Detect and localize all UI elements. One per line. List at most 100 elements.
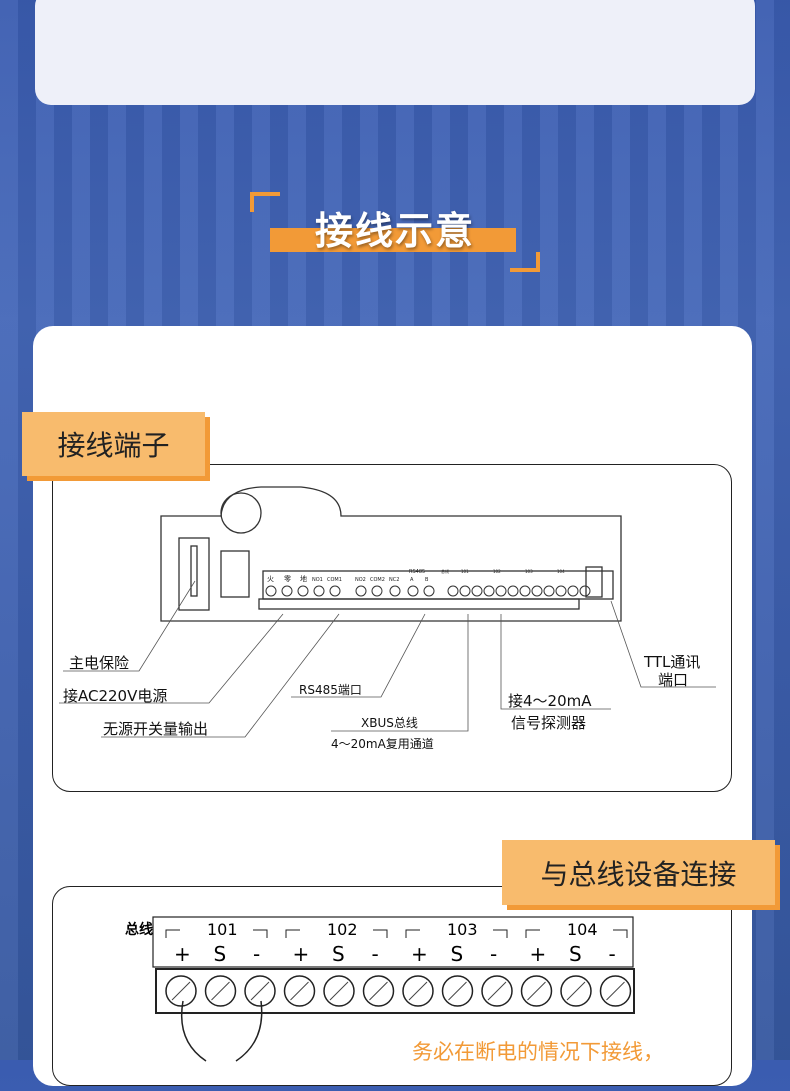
svg-text:火: 火 xyxy=(267,575,274,583)
terminal-sign: - xyxy=(609,942,616,966)
top-card xyxy=(35,0,755,105)
section-title: 接线示意 xyxy=(314,209,475,253)
bus-terminal-screw xyxy=(204,975,237,1007)
bus-label: 总线 xyxy=(125,921,153,938)
svg-text:104: 104 xyxy=(557,569,565,574)
wires xyxy=(180,1000,263,1062)
svg-text:端口: 端口 xyxy=(658,671,688,689)
ttl-port xyxy=(585,566,603,598)
terminal-screw xyxy=(519,585,531,597)
terminal-sign: + xyxy=(530,942,547,966)
svg-text:B: B xyxy=(425,577,429,583)
terminal-sign: - xyxy=(372,942,379,966)
terminal-screw xyxy=(355,585,367,597)
group-bracket xyxy=(285,929,388,938)
section-header: 接线示意 xyxy=(250,192,540,272)
warning-text: 务必在断电的情况下接线， xyxy=(412,1040,664,1064)
bus-terminal-screw xyxy=(362,975,395,1007)
fuse-holder xyxy=(178,537,210,611)
terminal-screw xyxy=(483,585,495,597)
bracket-corner xyxy=(510,252,540,272)
terminal-screw xyxy=(555,585,567,597)
terminal-diagram-box: 火 零 地 NO1 COM1 NO2 COM2 NC2 A B RS485 总线… xyxy=(52,464,732,792)
terminal-screw xyxy=(371,585,383,597)
bus-terminal-screw xyxy=(560,975,592,1007)
terminal-screw xyxy=(567,585,579,597)
terminal-screw xyxy=(329,585,341,597)
svg-text:COM1: COM1 xyxy=(327,577,342,583)
svg-text:RS485: RS485 xyxy=(409,569,425,575)
svg-text:COM2: COM2 xyxy=(370,577,385,583)
bus-terminal-screw xyxy=(244,975,276,1007)
group-bracket xyxy=(525,929,628,938)
terminal-screw xyxy=(579,585,591,597)
terminal-screw xyxy=(423,585,435,597)
title-highlight xyxy=(270,228,516,252)
terminal-sign: S xyxy=(569,942,582,966)
bus-group-label: 101 xyxy=(207,920,238,939)
terminal-screw xyxy=(313,585,325,597)
callout-lines xyxy=(59,580,716,738)
svg-text:地: 地 xyxy=(300,574,307,583)
terminal-sign: + xyxy=(293,942,310,966)
device-diagram: 火 零 地 NO1 COM1 NO2 COM2 NC2 A B RS485 总线… xyxy=(59,486,716,751)
terminal-screw xyxy=(297,585,309,597)
terminal-sign: + xyxy=(174,942,191,966)
callout-xbus: XBUS总线 xyxy=(361,716,418,730)
callout-relay: 无源开关量输出 xyxy=(103,720,208,738)
bus-group-label: 104 xyxy=(567,920,598,939)
bus-terminal-diagram: 总线 101 102 103 104 + S - + S - + S - + S - xyxy=(125,916,635,1062)
svg-text:4～20mA复用通道: 4～20mA复用通道 xyxy=(331,737,434,751)
terminal-screw xyxy=(507,585,519,597)
terminal-screw xyxy=(447,585,459,597)
terminal-screw xyxy=(265,585,277,597)
terminal-sign: S xyxy=(214,942,227,966)
group-bracket xyxy=(405,929,508,938)
svg-text:NO2: NO2 xyxy=(355,577,366,583)
svg-text:信号探测器: 信号探测器 xyxy=(511,714,586,732)
terminal-sign: S xyxy=(451,942,464,966)
bus-terminal-screw xyxy=(283,975,316,1007)
svg-text:103: 103 xyxy=(525,569,533,574)
terminal-sign: S xyxy=(332,942,345,966)
callout-power: 接AC220V电源 xyxy=(63,687,167,705)
svg-text:102: 102 xyxy=(493,569,501,574)
bus-terminal-screw xyxy=(402,975,434,1007)
callout-detector: 接4～20mA xyxy=(508,692,592,710)
svg-text:零: 零 xyxy=(284,575,291,583)
group-bracket xyxy=(165,929,268,938)
svg-text:A: A xyxy=(410,577,414,583)
terminals-tag: 接线端子 xyxy=(22,412,205,476)
terminal-screw xyxy=(459,585,471,597)
terminal-screw xyxy=(531,585,543,597)
bus-tag: 与总线设备连接 xyxy=(502,840,775,905)
callout-fuse: 主电保险 xyxy=(69,654,129,672)
terminal-screw xyxy=(471,585,483,597)
terminal-sign: - xyxy=(490,942,497,966)
bracket-corner xyxy=(250,192,280,212)
svg-text:101: 101 xyxy=(461,569,469,574)
bus-group-label: 103 xyxy=(447,920,478,939)
terminal-screw xyxy=(281,585,293,597)
terminal-screw xyxy=(495,585,507,597)
knob-icon xyxy=(220,492,262,534)
callout-rs485: RS485端口 xyxy=(299,683,362,697)
bus-group-label: 102 xyxy=(327,920,358,939)
terminal-screw xyxy=(543,585,555,597)
terminal-sign: + xyxy=(411,942,428,966)
terminal-screw xyxy=(407,585,419,597)
bus-terminal-screw xyxy=(520,975,553,1007)
terminal-screw xyxy=(389,585,401,597)
device-outline xyxy=(160,486,622,622)
bus-terminal-screw xyxy=(165,975,197,1007)
power-switch xyxy=(220,550,250,598)
bus-terminal-screw xyxy=(323,975,355,1007)
bus-terminal-screw xyxy=(481,975,513,1007)
svg-text:总线: 总线 xyxy=(441,568,449,574)
bus-terminal-screw xyxy=(441,975,474,1007)
callout-ttl: TTL通讯 xyxy=(643,653,700,671)
svg-text:NO1: NO1 xyxy=(312,577,323,583)
terminal-sign: - xyxy=(253,942,260,966)
svg-text:NC2: NC2 xyxy=(389,577,399,583)
bus-terminal-screw xyxy=(599,975,632,1007)
